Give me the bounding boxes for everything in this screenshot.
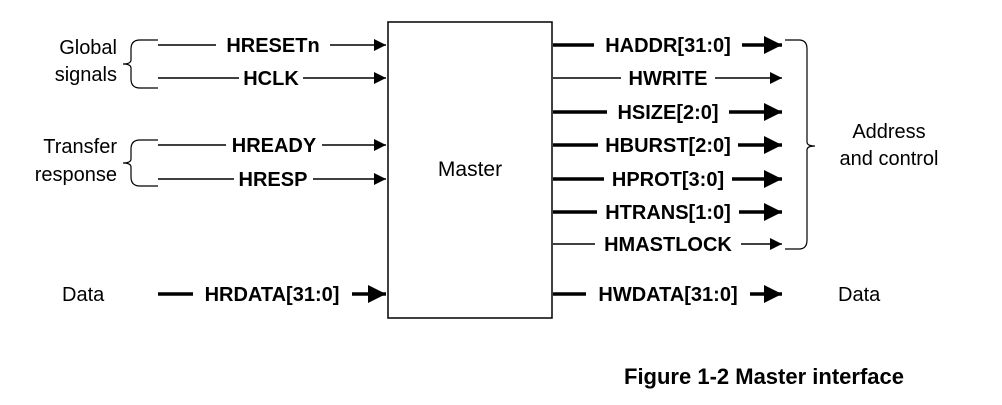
signal-hready: HREADY: [158, 135, 386, 157]
signal-hsize: HSIZE[2:0]: [553, 102, 782, 124]
signal-label-hmastlock: HMASTLOCK: [604, 234, 732, 256]
group-label-data-out: Data: [838, 284, 881, 306]
signal-hwrite: HWRITE: [553, 68, 782, 90]
signal-label-hwdata: HWDATA[31:0]: [598, 284, 737, 306]
group-label-transfer-1: Transfer: [43, 136, 117, 158]
signal-label-hsize: HSIZE[2:0]: [617, 102, 718, 124]
signal-hprot: HPROT[3:0]: [553, 169, 782, 191]
master-block: [387, 21, 553, 319]
signal-hresp: HRESP: [158, 169, 386, 191]
figure-caption: Figure 1-2 Master interface: [624, 364, 904, 389]
signal-haddr: HADDR[31:0]: [553, 35, 782, 57]
signal-label-haddr: HADDR[31:0]: [605, 35, 731, 57]
group-label-global-1: Global: [59, 37, 117, 59]
group-label-transfer-2: response: [35, 164, 117, 186]
signal-label-hresetn: HRESETn: [226, 35, 319, 57]
signal-hresetn: HRESETn: [158, 35, 386, 57]
signal-htrans: HTRANS[1:0]: [553, 202, 782, 224]
group-label-address-2: and control: [840, 148, 939, 170]
signal-label-hready: HREADY: [232, 135, 317, 157]
signal-hclk: HCLK: [158, 68, 386, 90]
group-label-data-in: Data: [62, 284, 105, 306]
group-label-global-2: signals: [55, 64, 117, 86]
brace-transfer: [122, 139, 158, 187]
brace-address-control: [785, 39, 816, 250]
signal-label-hrdata: HRDATA[31:0]: [205, 284, 340, 306]
signal-label-hresp: HRESP: [239, 169, 308, 191]
signal-hmastlock: HMASTLOCK: [553, 234, 782, 256]
signal-hwdata: HWDATA[31:0]: [553, 284, 782, 306]
signal-label-hprot: HPROT[3:0]: [612, 169, 724, 191]
signal-label-htrans: HTRANS[1:0]: [605, 202, 731, 224]
signal-label-hburst: HBURST[2:0]: [605, 135, 731, 157]
brace-global: [122, 39, 158, 89]
signal-hburst: HBURST[2:0]: [553, 135, 782, 157]
signal-hrdata: HRDATA[31:0]: [158, 284, 386, 306]
signal-label-hwrite: HWRITE: [629, 68, 708, 90]
signal-label-hclk: HCLK: [243, 68, 299, 90]
group-label-address-1: Address: [852, 121, 925, 143]
master-label: Master: [438, 158, 502, 181]
